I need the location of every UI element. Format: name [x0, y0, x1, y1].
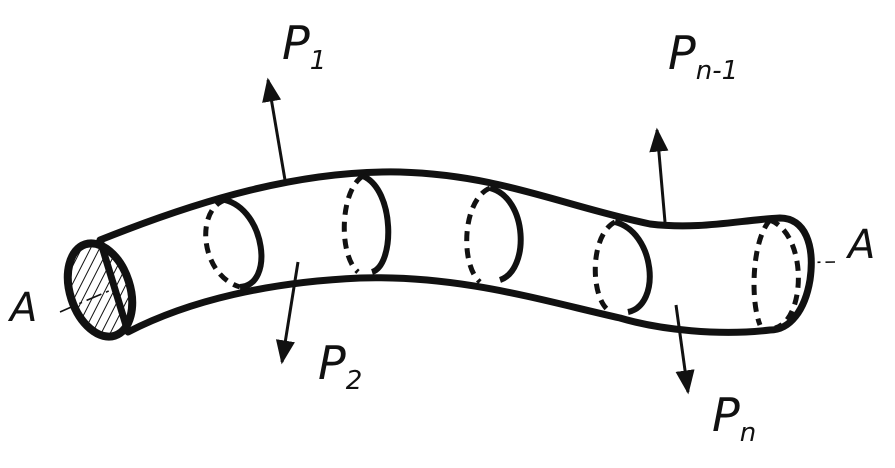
- force-label-p1-sub: 1: [309, 46, 327, 77]
- force-label-pn-sub: n: [739, 418, 757, 449]
- end-cross-section: [63, 239, 137, 341]
- force-label-p1: P1: [282, 20, 326, 74]
- force-label-pn-1-sub: n-1: [695, 56, 739, 87]
- axis-label-left: A: [10, 285, 38, 331]
- section-ring-2: [341, 173, 392, 275]
- force-label-pn-1-base: P: [668, 26, 696, 80]
- section-ring-5: [751, 217, 801, 331]
- tube-body: [96, 168, 815, 336]
- section-ring-4: [592, 219, 653, 315]
- force-label-p2-base: P: [318, 336, 346, 390]
- section-ring-3: [464, 185, 524, 284]
- force-label-pn-1: Pn-1: [668, 30, 738, 84]
- force-label-p1-base: P: [282, 16, 310, 70]
- force-arrow-p1: [262, 77, 287, 181]
- force-label-pn-base: P: [712, 388, 740, 442]
- section-ring-1: [203, 197, 265, 290]
- force-label-pn: Pn: [712, 392, 756, 446]
- force-arrow-pn-1: [649, 127, 669, 223]
- force-arrow-p2: [275, 261, 300, 365]
- force-label-p2: P2: [318, 340, 362, 394]
- force-label-p2-sub: 2: [345, 366, 363, 397]
- axis-label-right: A: [848, 222, 876, 268]
- force-arrow-pn: [674, 304, 695, 395]
